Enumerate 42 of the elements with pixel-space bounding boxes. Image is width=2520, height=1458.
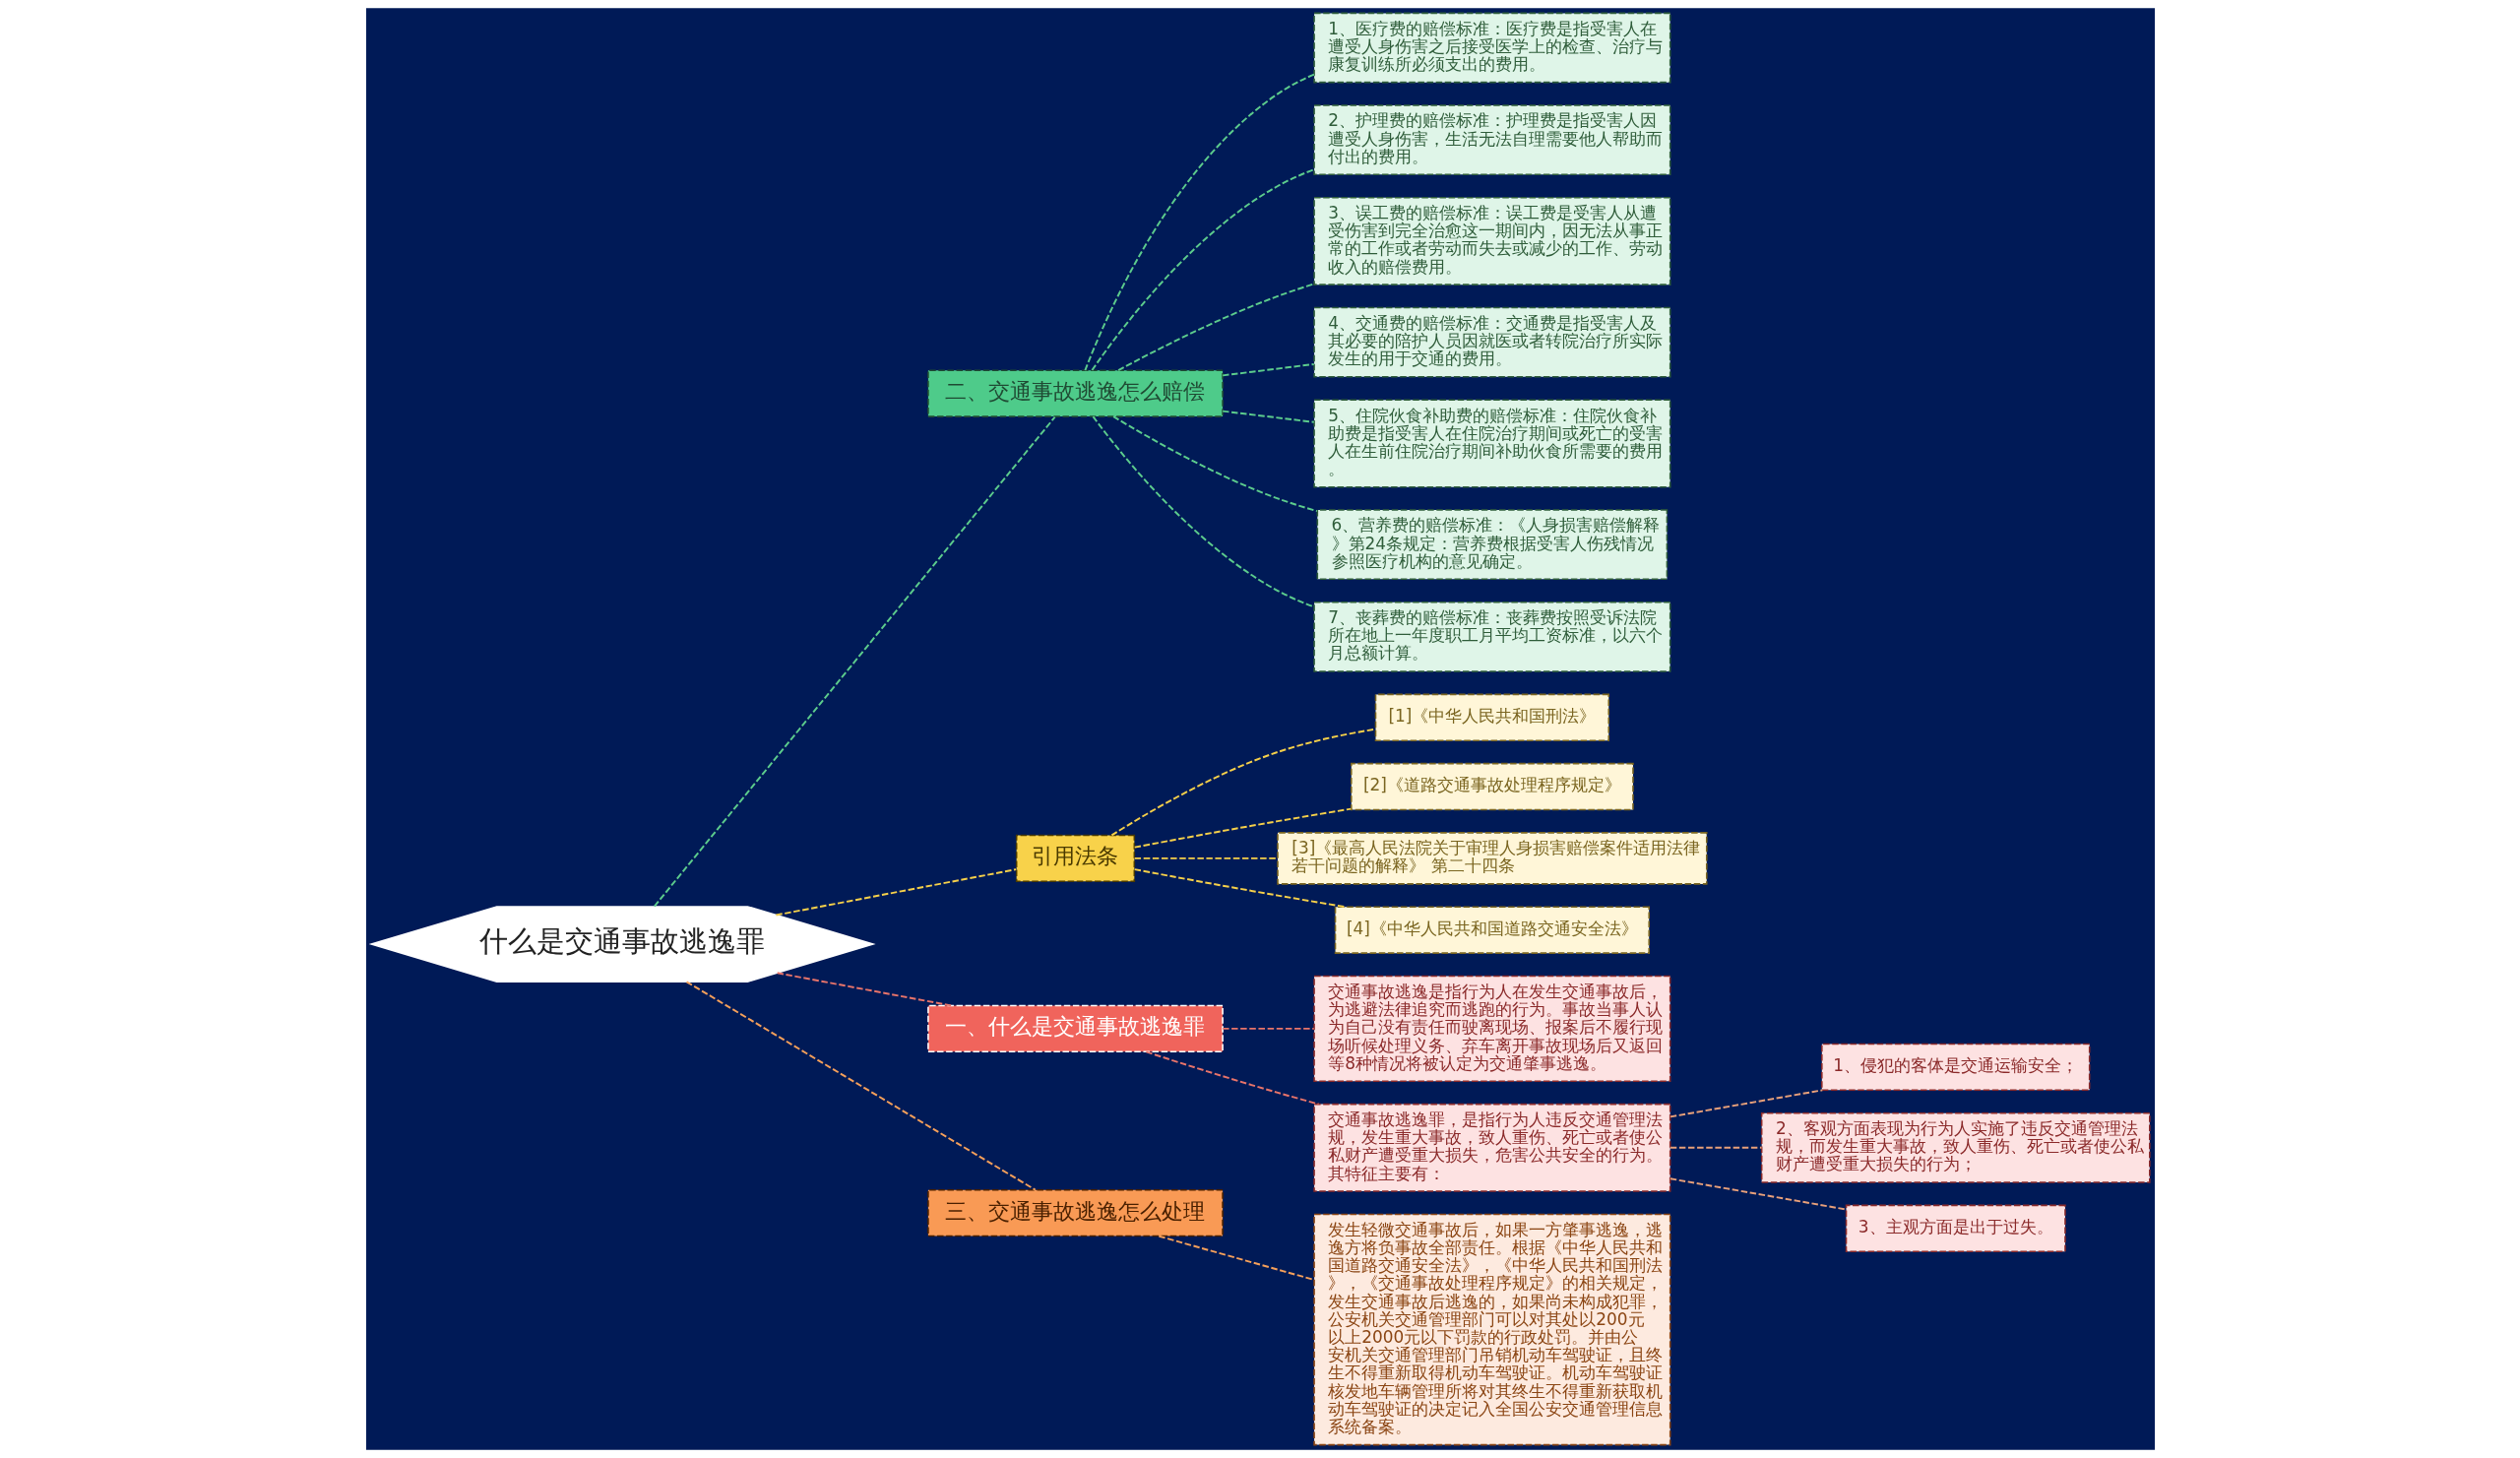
node-box: 一、什么是交通事故逃逸罪: [926, 1004, 1224, 1053]
connector: [653, 415, 1056, 908]
connector: [1669, 1089, 1823, 1118]
node-box: 2、客观方面表现为行为人实施了违反交通管理法规，而发生重大事故，致人重伤、死亡或者使公私财产遭受重大损失的行为；: [1760, 1111, 2151, 1183]
connector: [1133, 856, 1279, 859]
node-box: 引用法条: [1015, 834, 1135, 883]
connector: [1092, 415, 1315, 608]
node-box: 4、交通费的赔偿标准：交通费是指受害人及其必要的陪护人员因就医或者转院治疗所实际发生的用于交通的费用。: [1312, 306, 1670, 378]
node-box: [2]《道路交通事故处理程序规定》: [1350, 762, 1634, 811]
node-box: 1、侵犯的客体是交通运输安全；: [1820, 1043, 2090, 1092]
node-box: [3]《最高人民法院关于审理人身损害赔偿案件适用法律若干问题的解释》 第二十四条: [1276, 832, 1708, 885]
node-box: 5、住院伙食补助费的赔偿标准：住院伙食补助费是指受害人在住院治疗期间或死亡的受害人在生前住院治疗期间补助伙食所需要的费用。: [1312, 399, 1670, 488]
connector: [1669, 1146, 1762, 1149]
connector: [1221, 410, 1315, 423]
node-box: 2、护理费的赔偿标准：护理费是指受害人因遭受人身伤害，生活无法自理需要他人帮助而付出的费用。: [1312, 104, 1670, 176]
node-box: 交通事故逃逸是指行为人在发生交通事故后，为逃避法律追究而逃跑的行为。事故当事人认为自己没有责任而驶离现场、报案后不履行现场听候处理义务、弃车离开事故现场后又返回等8种情况将被认定为交通肇事逃逸。: [1312, 975, 1670, 1082]
connector: [685, 981, 1037, 1191]
node-box: [4]《中华人民共和国道路交通安全法》: [1334, 906, 1650, 954]
node-box: 7、丧葬费的赔偿标准：丧葬费按照受诉法院所在地上一年度职工月平均工资标准，以六个月总额计算。: [1312, 601, 1670, 672]
node-box: 1、医疗费的赔偿标准：医疗费是指受害人在遭受人身伤害之后接受医学上的检查、治疗与康复训练所必须支出的费用。: [1312, 12, 1670, 84]
node-box: 交通事故逃逸罪，是指行为人违反交通管理法规，发生重大事故，致人重伤、死亡或者使公私财产遭受重大损失，危害公共安全的行为。其特征主要有：: [1312, 1103, 1670, 1192]
node-box: 3、主观方面是出于过失。: [1845, 1204, 2066, 1252]
connector: [1221, 362, 1315, 377]
node-box: 三、交通事故逃逸怎么处理: [926, 1189, 1224, 1237]
connector: [1221, 1027, 1315, 1030]
node-box: 3、误工费的赔偿标准：误工费是受害人从遭受伤害到完全治愈这一期间内，因无法从事正常的工作或者劳动而失去或减少的工作、劳动收入的赔偿费用。: [1312, 196, 1670, 285]
connector: [776, 972, 952, 1007]
connector: [1109, 728, 1376, 837]
connector: [1111, 415, 1318, 513]
connector: [1144, 1050, 1319, 1106]
node-box: 发生轻微交通事故后，如果一方肇事逃逸，逃逸方将负事故全部责任。根据《中华人民共和国道路交通安全法》，《中华人民共和国刑法》，《交通事故处理程序规定》的相关规定，发生交通事故后逃逸的，如果尚未构成犯罪，公安机关交通管理部门可以对其处以200元以上2000元以下罚款的行政处罚。并由公安机关交通管理部门吊销机动车驾驶证，且终生不得重新取得机动车驾驶证。机动车驾驶证核发地车辆管理所将对其终生不得重新获取机动车驾驶证的决定记入全国公安交通管理信息系统备案。: [1312, 1213, 1670, 1446]
connector: [1083, 73, 1315, 372]
node-box: [1]《中华人民共和国刑法》: [1374, 693, 1609, 741]
connector: [1133, 807, 1352, 849]
connector: [1133, 868, 1347, 909]
connector: [1116, 283, 1315, 372]
connector: [774, 868, 1017, 917]
connector: [1669, 1177, 1847, 1211]
node-box: 6、营养费的赔偿标准：《人身损害赔偿解释》第24条规定：营养费根据受害人伤残情况参照医疗机构的意见确定。: [1316, 509, 1668, 581]
node-box: 二、交通事故逃逸怎么赔偿: [926, 369, 1224, 417]
connector: [1090, 168, 1315, 371]
connector: [1157, 1235, 1315, 1281]
